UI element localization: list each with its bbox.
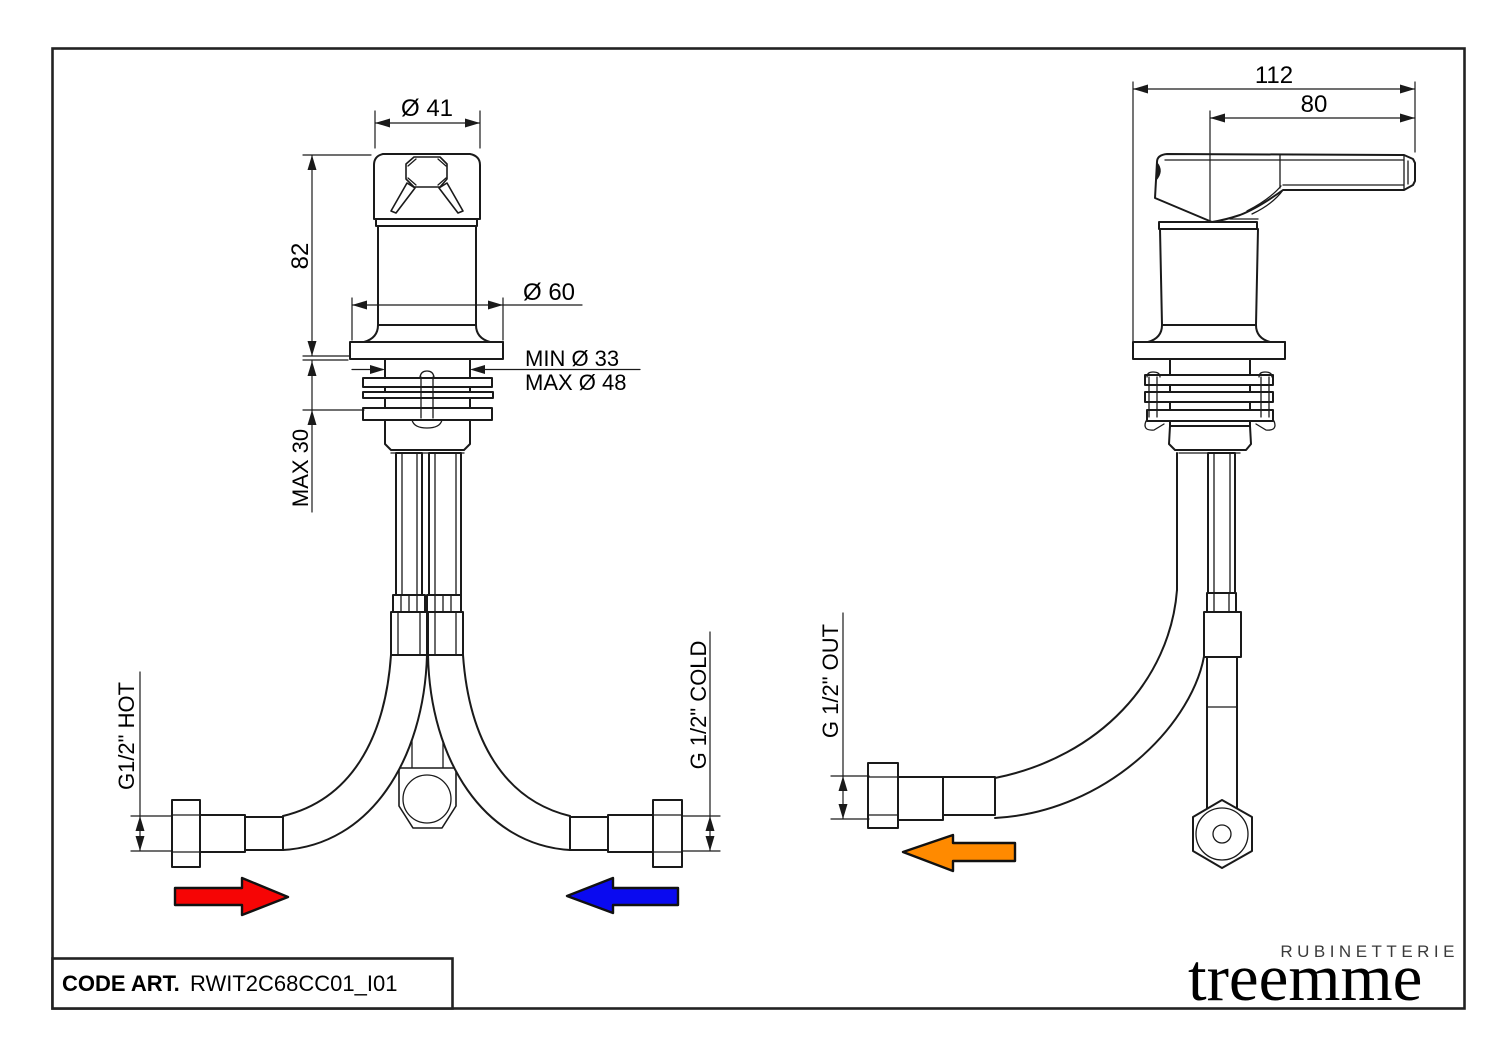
code-value: RWIT2C68CC01_I01 xyxy=(190,971,397,996)
code-label: CODE ART. xyxy=(62,971,180,996)
hot-fitting xyxy=(171,799,284,868)
cold-flow-arrow xyxy=(565,876,680,915)
cold-hose xyxy=(427,654,571,851)
out-fitting xyxy=(867,762,996,829)
dim-text-body-height: 82 xyxy=(287,243,314,270)
knob-left-leg xyxy=(390,182,416,214)
fixing-set-front xyxy=(362,358,494,454)
label-hot: G1/2" HOT xyxy=(114,682,139,790)
dim-overall-length: 112 xyxy=(1132,62,1416,344)
lever-handle xyxy=(1154,153,1416,223)
side-view: 112 80 G 1/2" OUT xyxy=(818,62,1416,873)
title-block: CODE ART. RWIT2C68CC01_I01 xyxy=(51,957,454,1010)
dim-text-hole-max: MAX Ø 48 xyxy=(525,370,626,395)
hose-end-hex xyxy=(1192,799,1253,869)
hot-hose xyxy=(282,654,428,851)
dim-text-overall-length: 112 xyxy=(1255,62,1293,89)
down-tube-side xyxy=(1192,656,1253,869)
code-box xyxy=(51,957,454,1010)
dim-text-handle-diameter: Ø 41 xyxy=(401,95,453,122)
front-view: Ø 41 82 Ø 60 MIN Ø 33 MAX Ø 48 MAX 30 xyxy=(114,95,721,917)
dim-text-hole-min: MIN Ø 33 xyxy=(525,346,619,371)
out-hose xyxy=(994,589,1206,819)
knob-right-leg xyxy=(438,182,464,214)
logo-subtitle: RUBINETTERIE xyxy=(1280,942,1459,961)
dim-text-counter-thickness: MAX 30 xyxy=(288,429,313,507)
dim-hot-thread: G1/2" HOT xyxy=(114,671,173,852)
drawing-frame xyxy=(51,47,1466,1010)
dim-lever-length: 80 xyxy=(1209,91,1416,223)
brand-logo: RUBINETTERIE treemme xyxy=(1188,941,1459,1015)
handle-pivot-detail xyxy=(1156,162,1161,181)
label-out: G 1/2" OUT xyxy=(818,624,843,738)
faucet-body-side xyxy=(1132,221,1286,454)
dim-counter-thickness: MAX 30 xyxy=(288,359,365,513)
dim-out-thread: G 1/2" OUT xyxy=(818,612,870,820)
dim-handle-diameter: Ø 41 xyxy=(374,95,481,149)
dim-text-base-diameter: Ø 60 xyxy=(523,279,575,306)
supply-tubes-front xyxy=(390,452,464,656)
dim-base-diameter: Ø 60 xyxy=(351,279,583,341)
cold-fitting xyxy=(569,799,683,868)
dim-cold-thread: G 1/2" COLD xyxy=(681,631,721,852)
out-flow-arrow xyxy=(901,833,1017,873)
faucet-body-front xyxy=(349,153,504,360)
dim-hole-range: MIN Ø 33 MAX Ø 48 xyxy=(351,346,641,395)
hot-flow-arrow xyxy=(173,876,290,917)
logo-name: treemme xyxy=(1188,941,1422,1015)
dim-body-height: 82 xyxy=(287,154,372,357)
label-cold: G 1/2" COLD xyxy=(686,641,711,770)
dim-text-lever-length: 80 xyxy=(1301,91,1328,118)
